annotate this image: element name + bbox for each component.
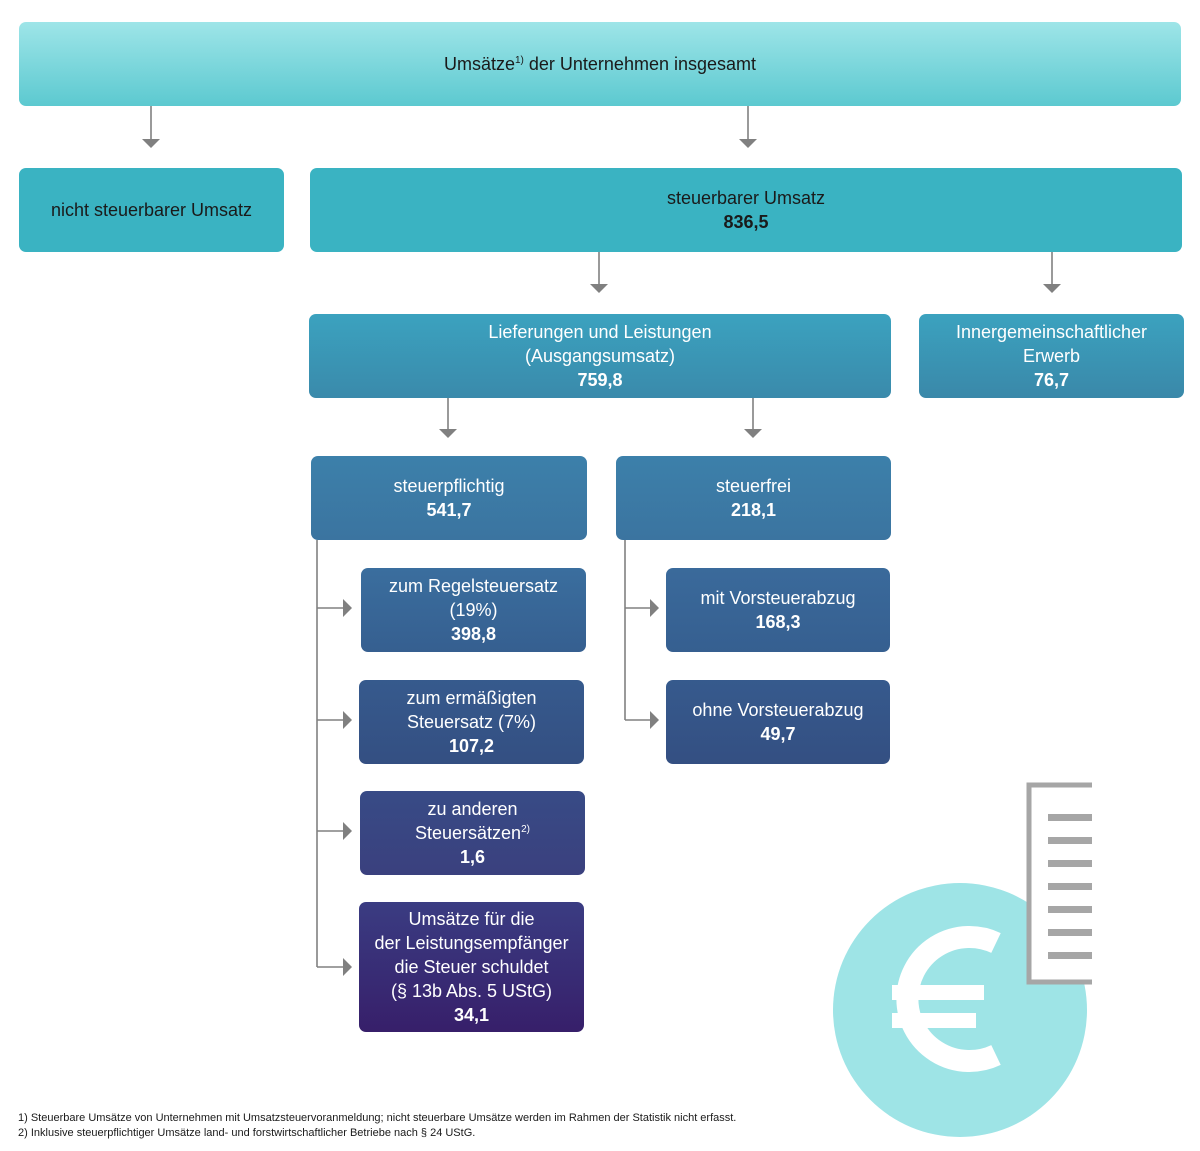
with-input-tax-label: mit Vorsteuerabzug (700, 588, 856, 608)
other-rates-value: 1,6 (459, 847, 486, 867)
footnote-2: 2) Inklusive steuerpflichtiger Umsätze l… (18, 1127, 476, 1139)
standard-rate-value: 398,8 (450, 624, 497, 644)
tax-exempt-value: 218,1 (730, 500, 777, 520)
taxable-liable-value: 541,7 (426, 500, 472, 520)
arrow-right-icon (650, 599, 659, 617)
taxable-liable-box: steuerpflichtig 541,7 (311, 456, 587, 540)
deliveries-label-line1: Lieferungen und Leistungen (488, 322, 712, 342)
reduced-rate-value: 107,2 (448, 736, 495, 756)
intra-community-box: Innergemeinschaftlicher Erwerb 76,7 (919, 314, 1184, 398)
arrow-right-icon (343, 822, 352, 840)
taxable-box: steuerbarer Umsatz 836,5 (310, 168, 1182, 252)
footnote-1: 1) Steuerbare Umsätze von Unternehmen mi… (18, 1112, 737, 1124)
with-input-tax-value: 168,3 (755, 612, 801, 632)
intra-community-value: 76,7 (1033, 370, 1070, 390)
reverse-charge-label-line3: die Steuer schuldet (394, 957, 549, 977)
arrow-down-icon (590, 284, 608, 293)
arrow-right-icon (343, 711, 352, 729)
with-input-tax-box: mit Vorsteuerabzug 168,3 (666, 568, 890, 652)
standard-rate-label-line1: zum Regelsteuersatz (388, 576, 559, 596)
total-revenue-label: Umsätze1) der Unternehmen insgesamt (443, 54, 757, 74)
taxable-liable-label: steuerpflichtig (393, 476, 505, 496)
not-taxable-box: nicht steuerbarer Umsatz (19, 168, 284, 252)
reverse-charge-label-line4: (§ 13b Abs. 5 UStG) (390, 981, 553, 1001)
reduced-rate-box: zum ermäßigten Steuersatz (7%) 107,2 (359, 680, 584, 764)
without-input-tax-box: ohne Vorsteuerabzug 49,7 (666, 680, 890, 764)
deliveries-value: 759,8 (577, 370, 623, 390)
intra-community-label-line1: Innergemeinschaftlicher (955, 322, 1148, 342)
document-icon (1026, 782, 1092, 985)
arrow-down-icon (439, 429, 457, 438)
arrow-right-icon (650, 711, 659, 729)
taxable-label: steuerbarer Umsatz (666, 188, 826, 208)
standard-rate-box: zum Regelsteuersatz (19%) 398,8 (361, 568, 586, 652)
reverse-charge-value: 34,1 (453, 1005, 490, 1025)
arrow-down-icon (739, 139, 757, 148)
arrow-down-icon (142, 139, 160, 148)
deliveries-label-line2: (Ausgangsumsatz) (524, 346, 676, 366)
arrow-right-icon (343, 958, 352, 976)
illustration (833, 782, 1092, 1137)
other-rates-label-line2: Steuersätzen2) (415, 823, 530, 843)
euro-coin-icon (833, 883, 1087, 1137)
reduced-rate-label-line1: zum ermäßigten (406, 688, 537, 708)
other-rates-box: zu anderen Steuersätzen2) 1,6 (360, 791, 585, 875)
without-input-tax-value: 49,7 (760, 724, 796, 744)
not-taxable-label: nicht steuerbarer Umsatz (50, 200, 253, 220)
tax-exempt-box: steuerfrei 218,1 (616, 456, 891, 540)
total-revenue-box: Umsätze1) der Unternehmen insgesamt (19, 22, 1181, 106)
arrow-down-icon (744, 429, 762, 438)
without-input-tax-label: ohne Vorsteuerabzug (692, 700, 864, 720)
reverse-charge-box: Umsätze für die der Leistungsempfänger d… (359, 902, 584, 1032)
intra-community-label-line2: Erwerb (1022, 346, 1080, 366)
arrow-right-icon (343, 599, 352, 617)
reduced-rate-label-line2: Steuersatz (7%) (406, 712, 537, 732)
reverse-charge-label-line1: Umsätze für die (408, 909, 535, 929)
other-rates-label-line1: zu anderen (427, 799, 518, 819)
tax-exempt-label: steuerfrei (715, 476, 792, 496)
reverse-charge-label-line2: der Leistungsempfänger (374, 933, 569, 953)
arrow-down-icon (1043, 284, 1061, 293)
standard-rate-label-line2: (19%) (449, 600, 498, 620)
taxable-value: 836,5 (723, 212, 769, 232)
deliveries-box: Lieferungen und Leistungen (Ausgangsumsa… (309, 314, 891, 398)
